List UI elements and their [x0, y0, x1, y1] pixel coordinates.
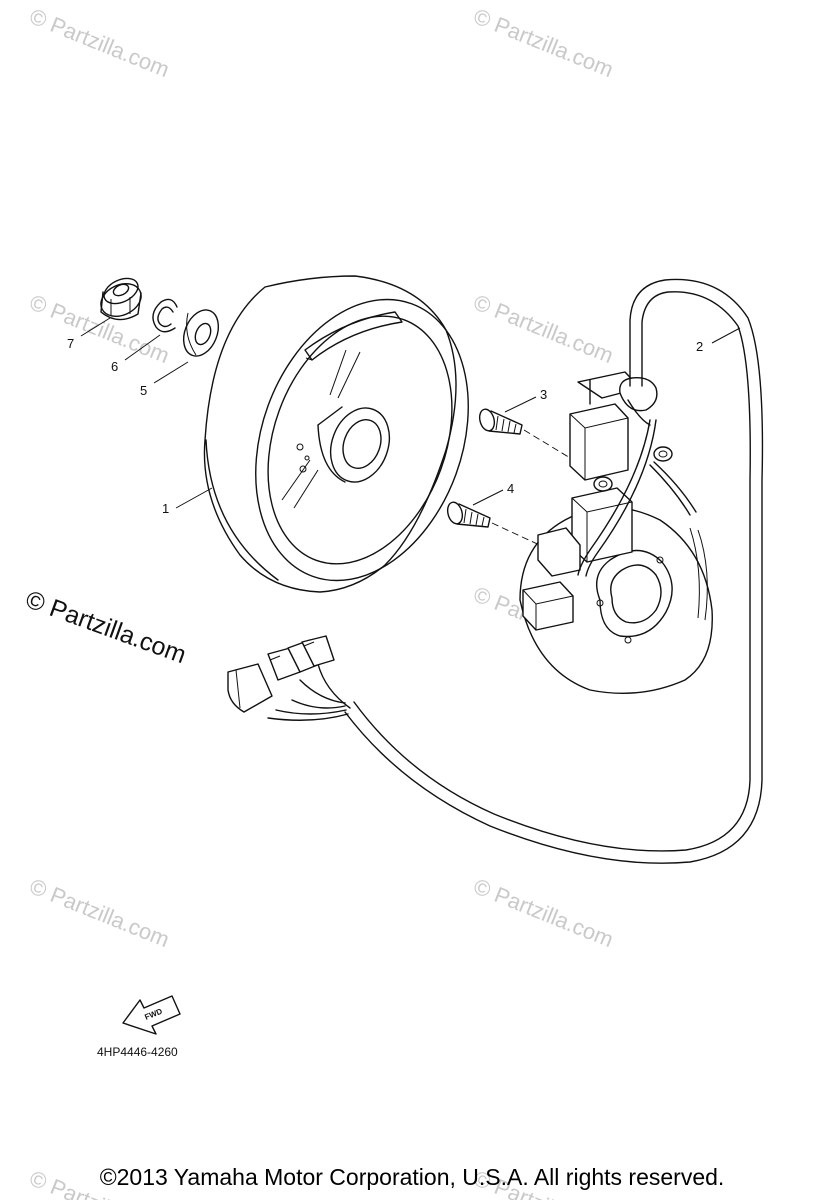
callout-6: 6	[111, 359, 118, 374]
plain-washer-part-5	[182, 309, 220, 357]
watermark-mid-left: © Partzilla.com	[26, 289, 173, 368]
callout-2: 2	[696, 339, 703, 354]
wire-harness-part-2	[227, 278, 764, 864]
copyright-notice: ©2013 Yamaha Motor Corporation, U.S.A. A…	[99, 1164, 725, 1190]
callout-7: 7	[67, 336, 74, 351]
nut-part-7	[100, 277, 142, 321]
callouts: 7 6 5 1 2 3 4	[67, 317, 741, 516]
diagram-code: 4HP4446-4260	[97, 1045, 178, 1059]
fwd-arrow-icon: FWD	[122, 995, 181, 1035]
watermark-top-right: © Partzilla.com	[470, 3, 617, 82]
screw-part-3	[478, 408, 591, 471]
screw-part-4	[446, 501, 573, 561]
callout-5: 5	[140, 383, 147, 398]
watermark-top-left: © Partzilla.com	[26, 3, 173, 82]
watermark-large: © Partzilla.com	[22, 585, 190, 669]
rotor-part-1	[203, 275, 469, 593]
lock-washer-part-6	[152, 298, 178, 333]
stator-assembly	[519, 371, 713, 694]
callout-3: 3	[540, 387, 547, 402]
watermark-low-left: © Partzilla.com	[26, 873, 173, 952]
callout-1: 1	[162, 501, 169, 516]
watermark-low-right: © Partzilla.com	[470, 873, 617, 952]
watermark-mid-right: © Partzilla.com	[470, 289, 617, 368]
callout-4: 4	[507, 481, 514, 496]
